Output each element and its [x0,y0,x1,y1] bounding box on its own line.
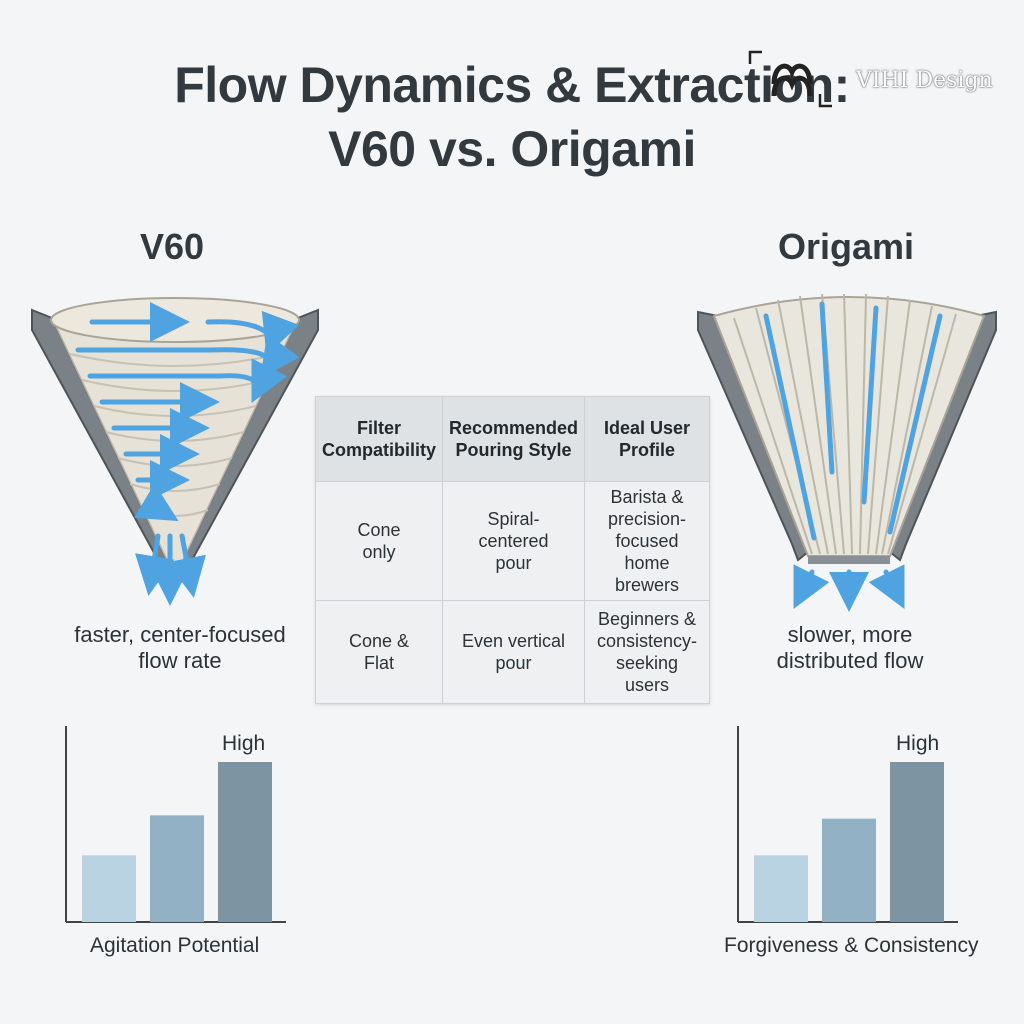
cell-origami-filter: Cone &Flat [314,600,444,704]
chart-1-bar-0 [754,855,808,922]
origami-heading: Origami [778,226,915,267]
chart-0-annotation-high: High [222,732,266,755]
origami-caption: slower, more distributed flow [776,622,924,673]
v60-heading: V60 [140,226,205,267]
chart-1-bar-1 [822,818,876,922]
chart-1-bar-2 [890,762,944,922]
page-title-line-1: Flow Dynamics & Extraction: [174,57,850,113]
chart-0-bar-2 [218,762,272,922]
chart-1-xlabel: Forgiveness & Consistency [724,934,979,957]
watermark-text: VIHI Design [856,68,993,93]
v60-cone-illustration [31,297,319,606]
agitation-potential-chart [65,726,286,923]
chart-0-bar-1 [150,815,204,922]
chart-0-bar-0 [82,855,136,922]
page-title-line-2: V60 vs. Origami [328,121,696,177]
forgiveness-consistency-chart [737,726,958,923]
chart-0-xlabel: Agitation Potential [90,934,260,957]
v60-caption: faster, center-focused flow rate [74,622,286,673]
watermark: VIHI Design [744,46,1014,116]
watermark-logo-icon [748,50,832,108]
chart-1-annotation-high: High [896,732,940,755]
origami-cone-illustration [697,293,997,612]
